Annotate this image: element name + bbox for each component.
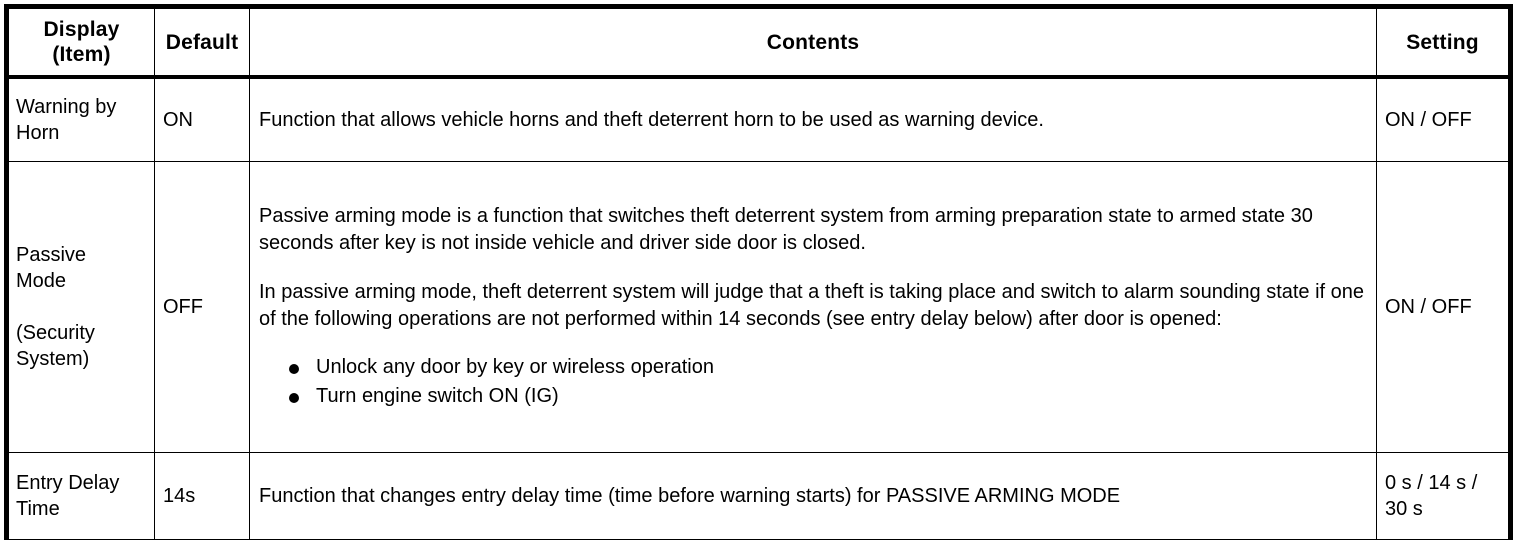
display-label-line1: Passive	[16, 244, 87, 266]
display-label-line2: Time	[16, 498, 60, 520]
cell-contents-warning-by-horn: Function that allows vehicle horns and t…	[249, 76, 1377, 162]
header-row: Display (Item) Default Contents Setting	[8, 8, 1509, 79]
cell-setting-passive-mode: ON / OFF	[1376, 161, 1509, 453]
cell-default-entry-delay-time: 14s	[154, 452, 250, 540]
display-label-line1: Warning by	[16, 96, 117, 118]
cell-contents-entry-delay-time: Function that changes entry delay time (…	[249, 452, 1377, 540]
contents-paragraph-1: Passive arming mode is a function that s…	[259, 205, 1313, 254]
table-row-entry-delay-time: Entry Delay Time 14s Function that chang…	[8, 452, 1509, 540]
column-header-display-line1: Display	[43, 18, 120, 41]
contents-paragraph: Function that changes entry delay time (…	[259, 484, 1121, 507]
cell-default-warning-by-horn: ON	[154, 76, 250, 162]
contents-bullet-list: Unlock any door by key or wireless opera…	[259, 353, 1366, 411]
display-label-line2: Horn	[16, 122, 60, 144]
table-row-passive-mode: Passive Mode (Security System) OFF Passi…	[8, 161, 1509, 453]
setting-value-line2: 30 s	[1385, 498, 1423, 520]
cell-display-entry-delay-time: Entry Delay Time	[8, 452, 155, 540]
list-item: Unlock any door by key or wireless opera…	[289, 353, 1366, 382]
list-item: Turn engine switch ON (IG)	[289, 382, 1366, 411]
column-header-display-line2: (Item)	[52, 43, 111, 66]
contents-paragraph: Function that allows vehicle horns and t…	[259, 108, 1044, 131]
display-label-line3: (Security	[16, 322, 95, 344]
cell-setting-entry-delay-time: 0 s / 14 s / 30 s	[1376, 452, 1509, 540]
cell-display-passive-mode: Passive Mode (Security System)	[8, 161, 155, 453]
contents-paragraph-2: In passive arming mode, theft deterrent …	[259, 281, 1365, 330]
cell-display-warning-by-horn: Warning by Horn	[8, 76, 155, 162]
table-row-warning-by-horn: Warning by Horn ON Function that allows …	[8, 76, 1509, 162]
cell-setting-warning-by-horn: ON / OFF	[1376, 76, 1509, 162]
cell-default-passive-mode: OFF	[154, 161, 250, 453]
display-label-spacer	[16, 294, 148, 320]
document-page: Display (Item) Default Contents Setting …	[4, 4, 1513, 540]
column-header-default: Default	[154, 8, 250, 79]
settings-specification-table: Display (Item) Default Contents Setting …	[4, 4, 1513, 540]
display-label-line1: Entry Delay	[16, 472, 120, 494]
setting-value-line1: 0 s / 14 s /	[1385, 472, 1478, 494]
table-header: Display (Item) Default Contents Setting	[8, 8, 1509, 79]
display-label-line2: Mode	[16, 270, 67, 292]
column-header-contents: Contents	[249, 8, 1377, 79]
display-label-line4: System)	[16, 348, 90, 370]
column-header-display: Display (Item)	[8, 8, 155, 79]
column-header-setting: Setting	[1376, 8, 1509, 79]
cell-contents-passive-mode: Passive arming mode is a function that s…	[249, 161, 1377, 453]
table-body: Warning by Horn ON Function that allows …	[8, 76, 1509, 540]
